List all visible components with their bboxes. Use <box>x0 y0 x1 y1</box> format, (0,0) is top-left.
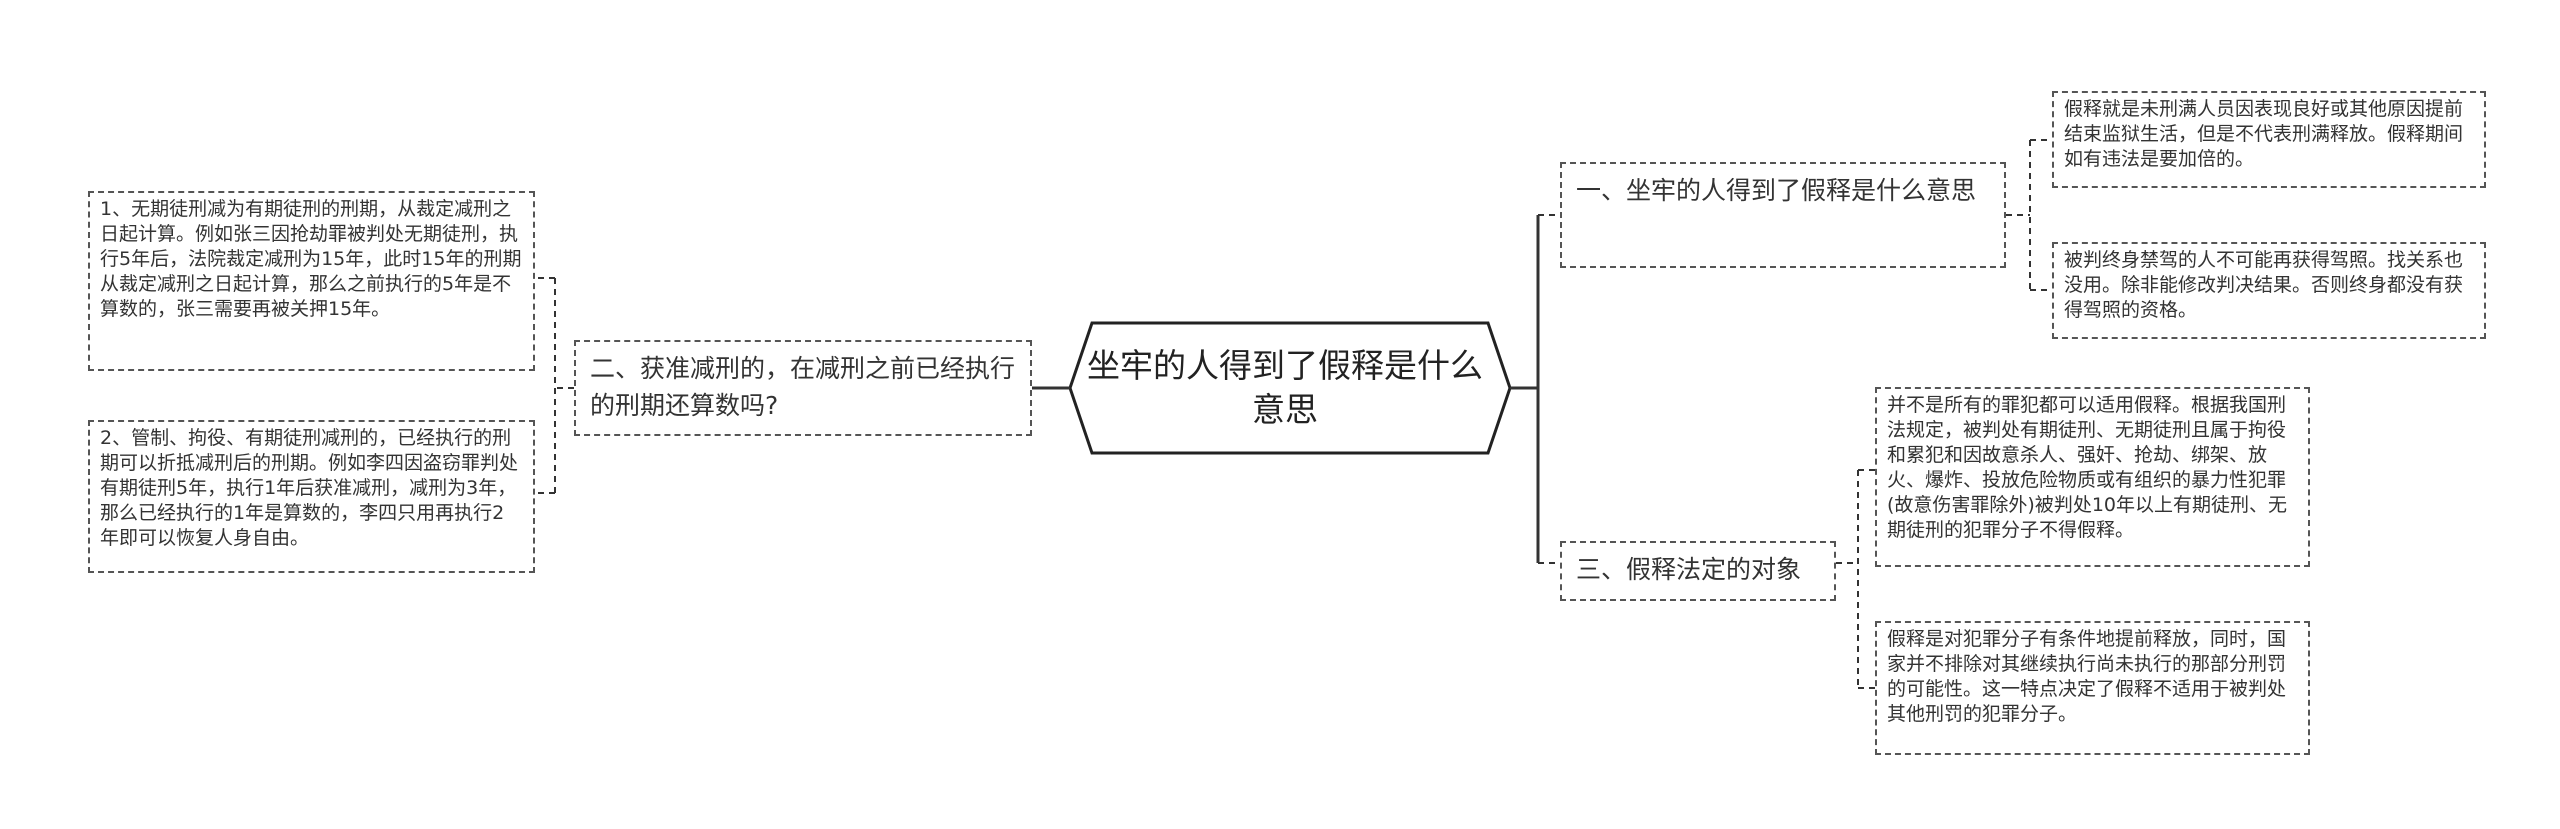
connector-branch-2-leaves <box>535 277 574 494</box>
leaf-node-6[interactable]: 假释是对犯罪分子有条件地提前释放，同时，国家并不排除对其继续执行尚未执行的那部分… <box>1875 621 2310 755</box>
connector-root-right <box>1510 215 1540 563</box>
leaf-node-3[interactable]: 1、无期徒刑减为有期徒刑的刑期，从裁定减刑之日起计算。例如张三因抢劫罪被判处无期… <box>88 191 535 371</box>
leaf-node-4[interactable]: 2、管制、拘役、有期徒刑减刑的，已经执行的刑期可以折抵减刑后的刑期。例如李四因盗… <box>88 420 535 573</box>
leaf-node-2[interactable]: 被判终身禁驾的人不可能再获得驾照。找关系也没用。除非能修改判决结果。否则终身都没… <box>2052 242 2486 339</box>
root-node[interactable]: 坐牢的人得到了假释是什么意思 <box>1087 346 1483 429</box>
branch-node-3[interactable]: 三、假释法定的对象 <box>1560 541 1836 601</box>
connector-branch-3-leaves <box>1836 469 1875 689</box>
leaf-node-1[interactable]: 假释就是未刑满人员因表现良好或其他原因提前结束监狱生活，但是不代表刑满释放。假释… <box>2052 91 2486 188</box>
leaf-node-5[interactable]: 并不是所有的罪犯都可以适用假释。根据我国刑法规定，被判处有期徒刑、无期徒刑且属于… <box>1875 387 2310 567</box>
branch-node-1[interactable]: 一、坐牢的人得到了假释是什么意思 <box>1560 162 2006 268</box>
branch-node-2[interactable]: 二、获准减刑的，在减刑之前已经执行的刑期还算数吗? <box>574 340 1032 436</box>
connector-branch-1-leaves <box>2006 139 2052 291</box>
